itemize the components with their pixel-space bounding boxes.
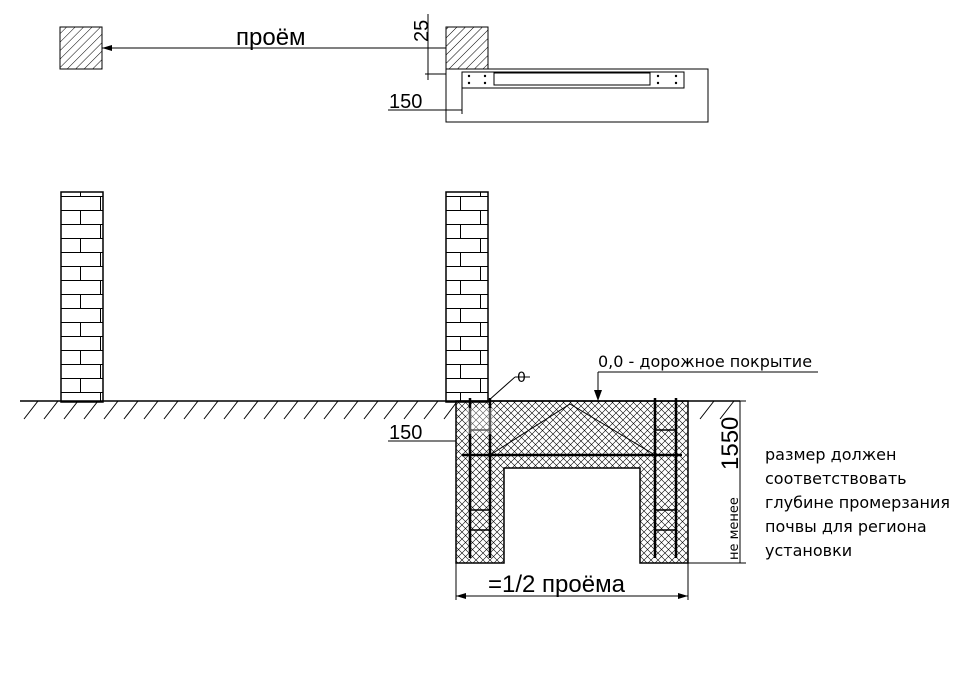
- note-line: размер должен: [765, 445, 896, 464]
- note-line: установки: [765, 541, 852, 560]
- opening-label: проём: [236, 24, 306, 51]
- note-line: соответствовать: [765, 469, 907, 488]
- brick-pillar-right: [445, 191, 489, 403]
- ground-hatching: [23, 400, 735, 420]
- dimension-25-label: 25: [411, 20, 433, 42]
- plan-post-left: [59, 26, 103, 70]
- plan-gate-rail: [461, 71, 685, 89]
- frost-depth-note: размер должен соответствовать глубине пр…: [765, 445, 950, 560]
- elevation-view: 150 0 0,0 - дорожное покрытие 1550 не ме…: [20, 191, 950, 600]
- arrow-left-icon: [102, 45, 112, 51]
- dimension-150-top-label: 150: [389, 91, 422, 113]
- zero-leader: [487, 376, 516, 402]
- dimension-150-side-label: 150: [389, 422, 422, 444]
- rebar: [462, 398, 682, 558]
- half-opening-label: =1/2 проёма: [488, 571, 626, 598]
- arrow-down-icon: [594, 390, 602, 401]
- plan-gate-outline: [445, 68, 709, 123]
- road-level-label: 0,0 - дорожное покрытие: [598, 352, 812, 371]
- plan-view: проём 25 150: [59, 14, 709, 123]
- depth-1550-label: 1550: [717, 417, 744, 470]
- arrow-left-icon: [456, 593, 466, 599]
- arrow-right-icon: [678, 593, 688, 599]
- zero-mark-label: 0: [517, 370, 526, 386]
- note-line: глубине промерзания: [765, 493, 950, 512]
- brick-pillar-left: [60, 191, 104, 403]
- not-less-label: не менее: [727, 497, 742, 560]
- foundation-concrete: [455, 400, 689, 564]
- note-line: почвы для региона: [765, 517, 927, 536]
- plan-gate-slot: [493, 72, 651, 86]
- plan-post-right: [445, 26, 489, 70]
